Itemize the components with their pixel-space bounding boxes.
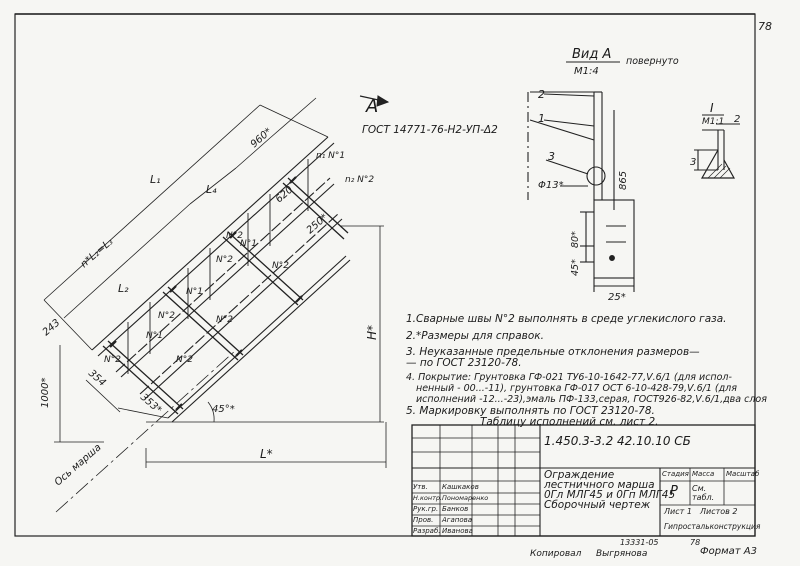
dim-80: 80* bbox=[570, 231, 581, 248]
title-block-grid bbox=[411, 424, 756, 537]
detail-dim-3: 3 bbox=[690, 157, 696, 168]
name-line: 0Гл МЛГ45 и 0Гп МЛГ45 bbox=[544, 489, 676, 501]
page-number: 78 bbox=[758, 20, 772, 33]
axis-label: Ось марша bbox=[53, 442, 104, 488]
part-3-label: 3 bbox=[548, 150, 555, 163]
note-2: 2.*Размеры для справок. bbox=[406, 330, 544, 342]
weld-label: N°2 bbox=[216, 315, 233, 325]
name-cell: Иванова bbox=[442, 527, 473, 535]
mass-header: Масса bbox=[692, 470, 715, 478]
dim-l2: L₂ bbox=[118, 282, 129, 295]
weld-n2-label: n₂ N°2 bbox=[345, 175, 374, 185]
dim-angle: 45°* bbox=[212, 404, 235, 415]
detail-title: I bbox=[710, 101, 714, 115]
role-cell: Утв. bbox=[413, 483, 428, 491]
doc-number: 1.450.3-3.2 42.10.10 СБ bbox=[544, 434, 691, 448]
name-cell: Агапова bbox=[442, 516, 473, 524]
name-cell: Пономаренко bbox=[442, 494, 489, 502]
role-cell: Н.контр. bbox=[413, 494, 443, 502]
dim-620: 620 bbox=[274, 184, 296, 205]
weld-label: N°1 bbox=[240, 239, 257, 249]
weld-label: N°2 bbox=[176, 355, 193, 365]
sheets-value: Листов 2 bbox=[700, 507, 738, 516]
weld-label: N°2 bbox=[158, 311, 175, 321]
sheet-frame bbox=[14, 13, 756, 537]
scale-header: Масштаб bbox=[726, 470, 760, 478]
footer-num: 78 bbox=[690, 538, 701, 547]
dim-L: L* bbox=[260, 447, 273, 461]
note-5: 5. Маркировку выполнять по ГОСТ 23120-78… bbox=[406, 405, 655, 417]
footer-code: 13331-05 bbox=[620, 538, 659, 547]
dim-25: 25* bbox=[608, 292, 626, 303]
weld-label: N°2 bbox=[104, 355, 121, 365]
dim-l3-formula: n*L₂=L₃ bbox=[79, 236, 116, 270]
note-4b: ненный - 00...-11), грунтовка ГФ-017 ОСТ… bbox=[416, 383, 737, 394]
note-table-ref: Таблицу исполнений см. лист 2. bbox=[480, 416, 659, 428]
role-cell: Рук.гр. bbox=[413, 505, 439, 513]
note-1: 1.Сварные швы N°2 выполнять в среде угле… bbox=[406, 313, 727, 325]
organization: Гипростальконструкция bbox=[664, 522, 761, 531]
name-cell: Кашкаков bbox=[442, 483, 479, 491]
format-label: Формат А3 bbox=[700, 546, 757, 557]
view-a-drawing bbox=[527, 91, 635, 292]
weld-label: N°1 bbox=[146, 331, 163, 341]
part-1-label: 1 bbox=[538, 112, 545, 125]
sheet-value: Лист 1 bbox=[664, 507, 692, 516]
weld-gost-label: ГОСТ 14771-76-Н2-УП-Δ2 bbox=[362, 124, 498, 136]
detail-scale: М1:1 bbox=[702, 117, 724, 127]
name-line: лестничного марша bbox=[544, 479, 655, 491]
note-3b: — по ГОСТ 23120-78. bbox=[406, 357, 522, 369]
dim-45: 45* bbox=[570, 259, 581, 276]
dim-l1: L₁ bbox=[150, 173, 161, 186]
railing-assembly bbox=[91, 136, 351, 423]
stage-header: Стадия bbox=[662, 470, 689, 478]
view-a-mark: А bbox=[365, 96, 378, 117]
role-cell: Пров. bbox=[413, 516, 434, 524]
dim-243: 243 bbox=[41, 317, 63, 338]
name-cell: Банков bbox=[442, 505, 469, 513]
dim-865: 865 bbox=[618, 171, 629, 190]
copied-label: Копировал bbox=[530, 549, 582, 559]
weld-n1-label: n₁ N°1 bbox=[316, 151, 345, 161]
weld-label: N°2 bbox=[216, 255, 233, 265]
note-3: 3. Неуказанные предельные отклонения раз… bbox=[406, 346, 700, 358]
drawing-name: Ограждение лестничного марша 0Гл МЛГ45 и… bbox=[544, 469, 676, 511]
dim-1000: 1000* bbox=[40, 378, 51, 408]
dim-l4: L₄ bbox=[206, 183, 217, 196]
weld-label: N°2 bbox=[272, 261, 289, 271]
note-4c: исполнений -12...-23),эмаль ПФ-133,серая… bbox=[416, 394, 767, 405]
view-a-arrow bbox=[359, 95, 390, 107]
weld-label: N°1 bbox=[186, 287, 203, 297]
detail-i-drawing bbox=[694, 123, 740, 179]
note-4: 4. Покрытие: Грунтовка ГФ-021 ТУ6-10-164… bbox=[406, 372, 732, 383]
stage-value: Р bbox=[670, 484, 678, 499]
dim-H: H* bbox=[365, 325, 379, 340]
copier-name: Выгрянова bbox=[596, 549, 648, 559]
role-cell: Разраб. bbox=[413, 527, 441, 535]
mass-value: См. табл. bbox=[692, 484, 715, 502]
hole-dia: Φ13* bbox=[538, 180, 564, 191]
dimension-lines bbox=[43, 97, 387, 513]
view-a-scale: М1:4 bbox=[574, 66, 599, 77]
name-line: Ограждение bbox=[544, 469, 615, 481]
view-a-subtitle: повернуто bbox=[626, 56, 679, 67]
part-2-label: 2 bbox=[538, 88, 545, 101]
weld-label: N°2 bbox=[226, 231, 243, 241]
dim-354: 354 bbox=[86, 368, 108, 389]
view-a-title: Вид А bbox=[572, 47, 611, 62]
name-line: Сборочный чертеж bbox=[544, 499, 651, 511]
detail-dim-2: 2 bbox=[734, 114, 740, 125]
